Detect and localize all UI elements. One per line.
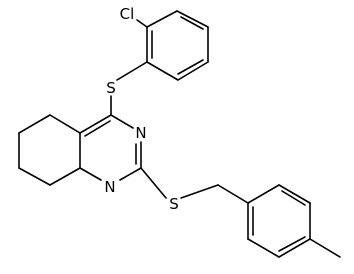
bond-c2-s-bottom bbox=[140, 167, 167, 199]
bond-ring-top-right bbox=[176, 10, 209, 28]
bond-c-cl bbox=[136, 19, 148, 28]
atom-label-nitrogen-bottom: N bbox=[104, 178, 115, 196]
bond-c4a-c4-inner bbox=[84, 120, 111, 137]
bond-c4-n3 bbox=[110, 114, 134, 129]
bond-ch2-ring bbox=[217, 184, 249, 204]
atom-label-nitrogen-top: N bbox=[135, 124, 146, 142]
bond-ring-bottom-left bbox=[146, 61, 179, 81]
atom-label-sulfur-bottom: S bbox=[169, 195, 179, 213]
bond-ring-bottom-right-inner bbox=[177, 59, 204, 75]
bond-benzyl-top-right bbox=[278, 184, 311, 204]
bond-benzyl-bottom-left bbox=[247, 238, 280, 258]
bond-c5-c6 bbox=[18, 114, 51, 134]
atom-label-sulfur-top: S bbox=[106, 79, 116, 97]
bond-ring-top-right-inner bbox=[180, 16, 204, 30]
bond-benzyl-top bbox=[247, 184, 280, 204]
bond-group bbox=[18, 10, 341, 258]
bond-benzyl-bottom-right-inner bbox=[278, 236, 306, 252]
bond-s-bottom-ch2 bbox=[180, 184, 219, 199]
bond-c8-c8a bbox=[49, 167, 81, 186]
bond-benzyl-top-right-inner bbox=[281, 190, 306, 206]
bond-benzyl-bottom-right bbox=[278, 238, 311, 258]
bond-c4a-c5 bbox=[49, 114, 81, 134]
bond-ring-bottom-right bbox=[177, 61, 209, 81]
bond-ring-s-top bbox=[116, 61, 148, 81]
bond-c4a-c4 bbox=[79, 114, 112, 134]
atom-label-group: Cl S N N S bbox=[104, 5, 178, 213]
bond-ring-top bbox=[146, 10, 178, 28]
atom-label-chlorine: Cl bbox=[120, 5, 135, 23]
bond-methyl bbox=[309, 238, 341, 258]
bond-c2-n1 bbox=[119, 167, 142, 181]
bond-c7-c8 bbox=[18, 167, 51, 186]
bond-n1-c8a bbox=[79, 167, 102, 181]
